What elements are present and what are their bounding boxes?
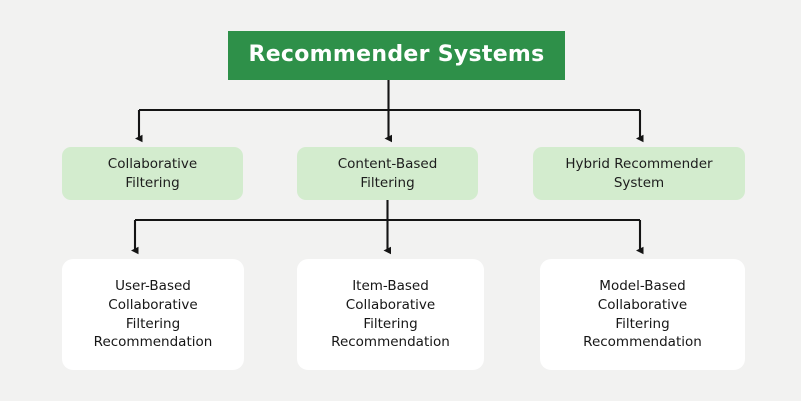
node-content-based-filtering[interactable]: Content-Based Filtering (297, 147, 478, 200)
node-collaborative-filtering-label: Collaborative Filtering (107, 156, 198, 191)
connector-root-to-level2 (135, 80, 644, 143)
node-recommender-systems[interactable]: Recommender Systems (228, 31, 565, 80)
connector-level2-to-level3 (131, 200, 644, 255)
node-content-based-filtering-label: Content-Based Filtering (337, 156, 438, 191)
node-model-based-collaborative-filtering-recommendation[interactable]: Model-Based Collaborative Filtering Reco… (540, 259, 745, 370)
node-collaborative-filtering[interactable]: Collaborative Filtering (62, 147, 243, 200)
node-item-based-collaborative-filtering-recommendation[interactable]: Item-Based Collaborative Filtering Recom… (297, 259, 484, 370)
node-item-based-collaborative-filtering-recommendation-label: Item-Based Collaborative Filtering Recom… (331, 278, 450, 351)
node-user-based-collaborative-filtering-recommendation[interactable]: User-Based Collaborative Filtering Recom… (62, 259, 244, 370)
node-hybrid-recommender-system[interactable]: Hybrid Recommender System (533, 147, 745, 200)
node-hybrid-recommender-system-label: Hybrid Recommender System (565, 156, 713, 191)
node-model-based-collaborative-filtering-recommendation-label: Model-Based Collaborative Filtering Reco… (583, 278, 702, 351)
node-recommender-systems-label: Recommender Systems (248, 42, 545, 68)
node-user-based-collaborative-filtering-recommendation-label: User-Based Collaborative Filtering Recom… (93, 278, 213, 351)
